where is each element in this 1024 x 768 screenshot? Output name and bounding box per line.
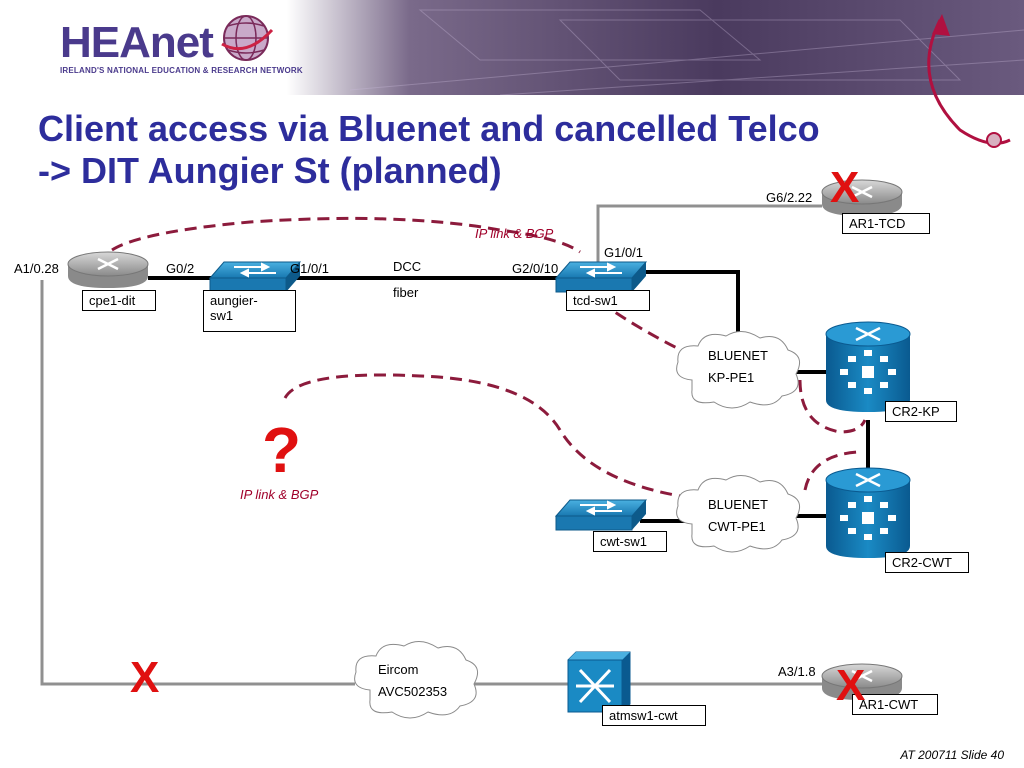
iface-g0-2: G0/2 — [166, 261, 195, 276]
physical-links — [40, 204, 870, 686]
x-mark-ar1-cwt: X — [836, 661, 866, 710]
switch-cwt-sw1 — [555, 499, 647, 531]
link-label-dcc: DCC — [393, 259, 422, 274]
globe-icon — [221, 15, 274, 61]
decorative-swoosh-icon — [927, 14, 1011, 148]
cloud-bluenet-cwt-line2: CWT-PE1 — [708, 519, 766, 534]
iface-g1-0-1-right: G1/0/1 — [604, 245, 644, 260]
label-cpe1-dit: cpe1-dit — [82, 290, 156, 311]
router-cpe1-dit — [66, 250, 150, 290]
iface-a3-1-8: A3/1.8 — [778, 664, 816, 679]
switch-aungier-sw1 — [209, 261, 301, 293]
label-aungier-sw1: aungier- sw1 — [203, 290, 296, 332]
label-atmsw1-cwt: atmsw1-cwt — [602, 705, 706, 726]
iface-a1-0-28: A1/0.28 — [14, 261, 59, 276]
label-cwt-sw1: cwt-sw1 — [593, 531, 667, 552]
slide-title: Client access via Bluenet and cancelled … — [38, 108, 938, 192]
link-label-ip-bgp-top: IP link & BGP — [475, 226, 554, 241]
cloud-bluenet-cwt-text: BLUENET CWT-PE1 — [708, 494, 768, 538]
iface-g6-2-22: G6/2.22 — [766, 190, 813, 205]
link-tcd-bluenet-kp — [640, 270, 740, 340]
heanet-logo: HEAnet IRELAND'S NATIONAL EDUCATION & RE… — [60, 18, 303, 76]
x-mark-eircom: X — [130, 653, 160, 702]
switch-tcd-sw1 — [555, 261, 647, 293]
link-label-ip-bgp-mid: IP link & BGP — [240, 487, 319, 502]
label-ar1-tcd: AR1-TCD — [842, 213, 930, 234]
link-label-fiber: fiber — [393, 285, 419, 300]
label-ar1-cwt: AR1-CWT — [852, 694, 938, 715]
logo-text: HEAnet — [60, 18, 214, 67]
cloud-bluenet-cwt-line1: BLUENET — [708, 497, 768, 512]
cloud-bluenet-kp-line2: KP-PE1 — [708, 370, 755, 385]
title-line-1: Client access via Bluenet and cancelled … — [38, 108, 820, 149]
question-mark: ? — [262, 414, 302, 486]
logo-tagline: IRELAND'S NATIONAL EDUCATION & RESEARCH … — [60, 66, 303, 75]
cloud-bluenet-kp-text: BLUENET KP-PE1 — [708, 345, 768, 389]
header-banner: HEAnet IRELAND'S NATIONAL EDUCATION & RE… — [0, 0, 1024, 95]
cloud-eircom-line1: Eircom — [378, 662, 419, 677]
core-router-cr2-cwt — [824, 466, 912, 560]
cloud-eircom-text: Eircom AVC502353 — [378, 659, 447, 703]
label-tcd-sw1: tcd-sw1 — [566, 290, 650, 311]
label-cr2-cwt: CR2-CWT — [885, 552, 969, 573]
cloud-bluenet-kp-line1: BLUENET — [708, 348, 768, 363]
header-background — [0, 0, 1024, 95]
cloud-eircom-line2: AVC502353 — [378, 684, 448, 699]
x-mark-ar1-tcd: X — [830, 163, 860, 212]
iface-g1-0-1-left: G1/0/1 — [290, 261, 330, 276]
label-cr2-kp: CR2-KP — [885, 401, 957, 422]
title-line-2: -> DIT Aungier St (planned) — [38, 150, 502, 191]
core-router-cr2-kp — [824, 320, 912, 414]
link-tcd-ar1 — [596, 204, 822, 262]
slide-footer: AT 200711 Slide 40 — [900, 748, 1004, 762]
atm-switch-icon — [567, 651, 631, 713]
link-cpe-eircom — [40, 280, 355, 686]
iface-g2-0-10: G2/0/10 — [512, 261, 559, 276]
